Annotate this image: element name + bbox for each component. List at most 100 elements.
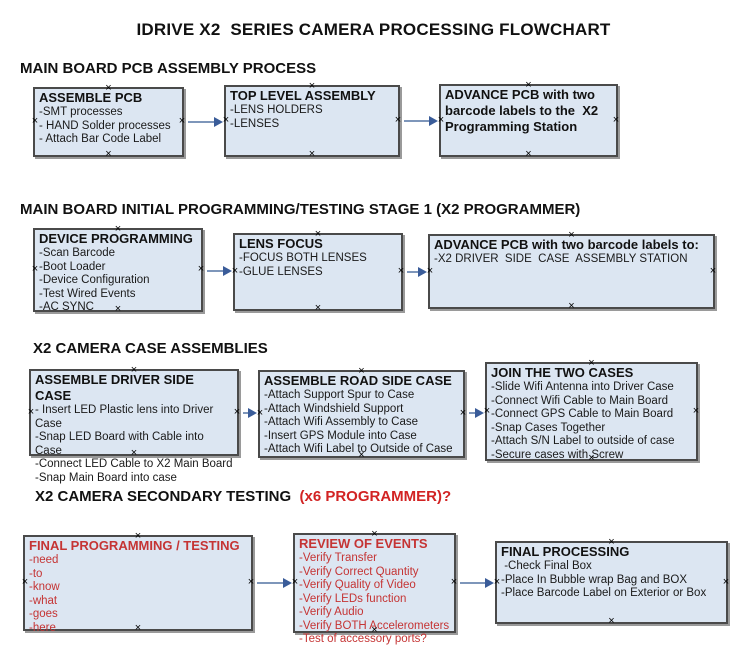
box-item: -Attach Windshield Support — [264, 402, 404, 415]
section-heading: MAIN BOARD PCB ASSEMBLY PROCESS — [20, 60, 316, 77]
box-item: -GLUE LENSES — [239, 265, 323, 278]
box-item: -Verify Audio — [299, 606, 364, 618]
box-item: -Check Final Box — [501, 560, 592, 572]
box-title: ASSEMBLE DRIVER SIDE CASE — [35, 372, 198, 403]
flow-box: ADVANCE PCB with two barcode labels to:-… — [426, 230, 717, 313]
glue-point-icon: × — [21, 576, 29, 589]
box-item: -X2 DRIVER SIDE CASE ASSEMBLY STATION — [434, 253, 688, 265]
box-item: -Attach Support Spur to Case — [264, 389, 415, 401]
connector-arrow — [404, 120, 431, 122]
box-item: -Test Wired Events — [39, 287, 136, 300]
flow-box: ASSEMBLE DRIVER SIDE CASE- Insert LED Pl… — [28, 365, 241, 484]
glue-point-icon: × — [397, 265, 405, 278]
box-item: -know — [29, 581, 60, 593]
glue-point-icon: × — [608, 615, 615, 628]
arrow-head-icon — [429, 116, 438, 126]
box-title: FINAL PROGRAMMING / TESTING — [29, 538, 240, 553]
glue-point-icon: × — [437, 113, 445, 126]
box-item: -Connect GPS Cable to Main Board — [491, 408, 674, 420]
box-item: -Verify Correct Quantity — [299, 565, 419, 578]
box-title: ADVANCE PCB with two barcode labels to: — [434, 237, 699, 252]
box-item: -Scan Barcode — [39, 247, 116, 259]
flow-box: REVIEW OF EVENTS-Verify Transfer-Verify … — [291, 529, 458, 645]
box-item: -Attach Wifi Assembly to Case — [264, 416, 419, 428]
section-heading: MAIN BOARD INITIAL PROGRAMMING/TESTING S… — [20, 201, 580, 218]
box-title: JOIN THE TWO CASES — [491, 365, 634, 380]
glue-point-icon: × — [105, 148, 112, 161]
glue-point-icon: × — [612, 113, 620, 126]
glue-point-icon: × — [222, 114, 230, 127]
box-item: -Device Configuration — [39, 274, 150, 286]
box-item: -AC SYNC — [39, 301, 94, 313]
connector-arrow — [257, 582, 285, 584]
box-title: DEVICE PROGRAMMING — [39, 231, 193, 246]
box-item: -Secure cases with Screw — [491, 448, 624, 461]
glue-point-icon: × — [247, 576, 255, 589]
section-heading-text: X2 CAMERA SECONDARY TESTING — [35, 488, 296, 505]
box-title: FINAL PROCESSING — [501, 544, 630, 559]
section-heading: X2 CAMERA CASE ASSEMBLIES — [33, 340, 268, 357]
section-heading: X2 CAMERA SECONDARY TESTING (x6 PROGRAMM… — [35, 488, 451, 505]
box-title: LENS FOCUS — [239, 236, 323, 251]
box-item: -SMT processes — [39, 106, 123, 118]
glue-point-icon: × — [426, 264, 434, 277]
glue-point-icon: × — [459, 407, 467, 420]
box-item: -need — [29, 554, 59, 566]
box-item: -Insert GPS Module into Case — [264, 429, 417, 442]
box-item: -Snap Main Board into case — [35, 471, 177, 484]
flow-box: ASSEMBLE PCB-SMT processes- HAND Solder … — [31, 83, 186, 161]
arrow-head-icon — [485, 578, 494, 588]
glue-point-icon: × — [233, 405, 241, 418]
glue-point-icon: × — [493, 575, 501, 588]
glue-point-icon: × — [394, 114, 402, 127]
glue-point-icon: × — [692, 404, 700, 417]
connector-arrow — [469, 412, 477, 414]
arrow-head-icon — [248, 408, 257, 418]
glue-point-icon: × — [308, 148, 316, 161]
flow-box: ADVANCE PCB with two barcode labels to t… — [437, 80, 620, 161]
box-item: -Verify LEDs function — [299, 592, 407, 605]
glue-point-icon: × — [291, 576, 299, 589]
glue-point-icon: × — [314, 302, 322, 315]
box-item: - Insert LED Plastic lens into Driver Ca… — [35, 404, 217, 430]
glue-point-icon: × — [178, 115, 186, 128]
glue-point-icon: × — [525, 148, 532, 161]
box-item: -Verify BOTH Accelerometers — [299, 619, 450, 632]
flow-box: DEVICE PROGRAMMING-Scan Barcode-Boot Loa… — [31, 224, 204, 315]
box-item: -Slide Wifi Antenna into Driver Case — [491, 381, 674, 393]
arrow-head-icon — [223, 266, 232, 276]
box-title: ASSEMBLE PCB — [39, 90, 143, 105]
flow-box: JOIN THE TWO CASES-Slide Wifi Antenna in… — [483, 358, 700, 464]
box-title: TOP LEVEL ASSEMBLY — [230, 88, 376, 103]
glue-point-icon: × — [568, 300, 575, 313]
box-item: - HAND Solder processes — [39, 119, 171, 132]
section-heading-text: X2 CAMERA CASE ASSEMBLIES — [33, 340, 268, 357]
glue-point-icon: × — [483, 404, 491, 417]
flow-box: FINAL PROGRAMMING / TESTING-need-to-know… — [21, 531, 255, 634]
glue-point-icon: × — [31, 263, 39, 276]
glue-point-icon: × — [31, 115, 39, 128]
flow-box: FINAL PROCESSING -Check Final Box-Place … — [493, 537, 730, 628]
box-item: -Test of accessory ports? — [299, 633, 427, 645]
box-item: - Attach Bar Code Label — [39, 133, 162, 145]
glue-point-icon: × — [256, 407, 264, 420]
box-item: -goes — [29, 608, 58, 620]
box-item: -Verify Quality of Video — [299, 579, 416, 591]
arrow-head-icon — [475, 408, 484, 418]
glue-point-icon: × — [722, 575, 730, 588]
arrow-head-icon — [283, 578, 292, 588]
glue-point-icon: × — [450, 576, 458, 589]
connector-arrow — [243, 412, 250, 414]
box-item: -FOCUS BOTH LENSES — [239, 252, 367, 264]
flow-box: TOP LEVEL ASSEMBLY-LENS HOLDERS-LENSES××… — [222, 81, 402, 161]
box-item: -Verify Transfer — [299, 552, 377, 564]
connector-arrow — [188, 121, 216, 123]
box-item: -Attach Wifi Label to Outside of Case — [264, 443, 453, 455]
section-heading-accent: (x6 PROGRAMMER)? — [295, 488, 452, 505]
glue-point-icon: × — [231, 265, 239, 278]
section-heading-text: MAIN BOARD PCB ASSEMBLY PROCESS — [20, 60, 317, 77]
box-title: ADVANCE PCB with two barcode labels to t… — [445, 87, 602, 134]
box-title: REVIEW OF EVENTS — [299, 536, 428, 551]
glue-point-icon: × — [709, 264, 717, 277]
